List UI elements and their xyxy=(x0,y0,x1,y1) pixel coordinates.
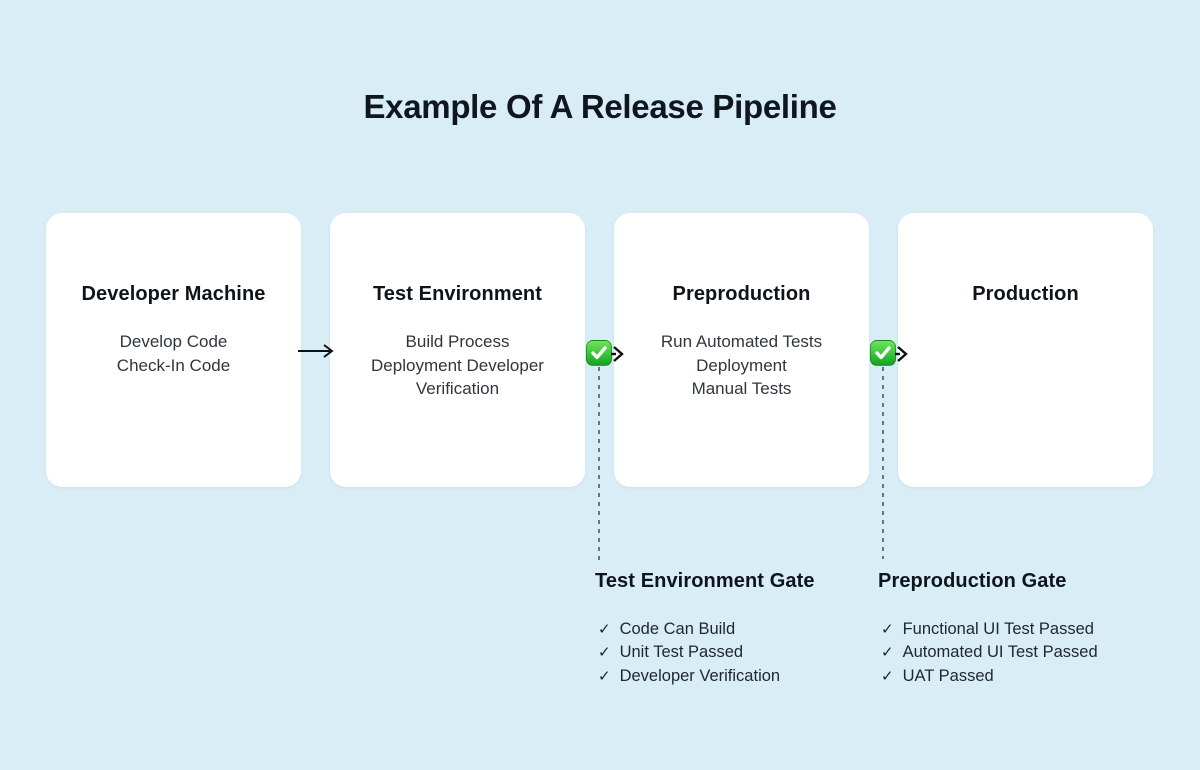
page-title: Example Of A Release Pipeline xyxy=(363,88,837,125)
gate-connector-line xyxy=(598,367,600,561)
stage-title: Production xyxy=(972,283,1079,305)
gate-test-environment: Test Environment Gate ✓ Code Can Build ✓… xyxy=(595,568,895,688)
gate-check-item: ✓ Automated UI Test Passed xyxy=(881,641,1178,664)
check-icon: ✓ xyxy=(598,620,611,638)
gate-title: Test Environment Gate xyxy=(595,570,815,592)
gate-checklist: ✓ Functional UI Test Passed ✓ Automated … xyxy=(878,618,1178,688)
approval-check-icon xyxy=(870,340,896,366)
right-arrowhead-icon xyxy=(611,346,624,362)
stage-step: Deployment xyxy=(696,355,787,375)
gate-check-label: Functional UI Test Passed xyxy=(902,620,1094,638)
stage-step: Run Automated Tests xyxy=(660,332,823,351)
gate-check-item: ✓ Functional UI Test Passed xyxy=(881,618,1178,641)
gate-check-item: ✓ Developer Verification xyxy=(598,665,895,688)
stage-steps: Run Automated Tests Deployment Manual Te… xyxy=(632,330,851,401)
stage-step: Deployment Developer xyxy=(371,355,544,375)
gate-check-item: ✓ UAT Passed xyxy=(881,665,1178,688)
check-icon: ✓ xyxy=(881,643,894,662)
gate-checklist: ✓ Code Can Build ✓ Unit Test Passed ✓ De… xyxy=(595,618,895,688)
stage-steps: Build Process Deployment Developer Verif… xyxy=(348,330,567,401)
stage-step: Verification xyxy=(415,379,500,398)
gate-check-label: Automated UI Test Passed xyxy=(902,643,1098,662)
stage-card-developer-machine: Developer Machine Develop Code Check-In … xyxy=(46,213,301,487)
gate-check-item: ✓ Code Can Build xyxy=(598,618,895,641)
right-arrow-icon xyxy=(298,344,334,358)
gate-connector-line xyxy=(882,367,884,559)
stage-step: Check-In Code xyxy=(116,355,231,375)
stage-card-preproduction: Preproduction Run Automated Tests Deploy… xyxy=(614,213,869,487)
stage-steps: Develop Code Check-In Code xyxy=(64,330,283,377)
stage-step: Develop Code xyxy=(119,332,228,351)
stage-step: Manual Tests xyxy=(691,379,792,398)
right-arrowhead-icon xyxy=(895,346,908,362)
gate-check-item: ✓ Unit Test Passed xyxy=(598,641,895,664)
check-icon: ✓ xyxy=(881,620,894,638)
gate-title: Preproduction Gate xyxy=(878,570,1067,592)
approval-check-icon xyxy=(586,340,612,366)
check-icon: ✓ xyxy=(598,666,611,685)
stage-card-production: Production xyxy=(898,213,1153,487)
gate-preproduction: Preproduction Gate ✓ Functional UI Test … xyxy=(878,568,1178,688)
gate-check-label: Developer Verification xyxy=(619,666,781,685)
stage-step: Build Process xyxy=(405,332,510,351)
stage-title: Developer Machine xyxy=(81,283,266,305)
gate-check-label: Code Can Build xyxy=(619,620,736,638)
stage-card-test-environment: Test Environment Build Process Deploymen… xyxy=(330,213,585,487)
stage-title: Preproduction xyxy=(672,283,811,305)
check-icon: ✓ xyxy=(598,643,611,662)
gate-check-label: UAT Passed xyxy=(902,666,994,685)
gate-check-label: Unit Test Passed xyxy=(619,643,744,662)
check-icon: ✓ xyxy=(881,666,894,685)
stage-title: Test Environment xyxy=(372,283,543,305)
